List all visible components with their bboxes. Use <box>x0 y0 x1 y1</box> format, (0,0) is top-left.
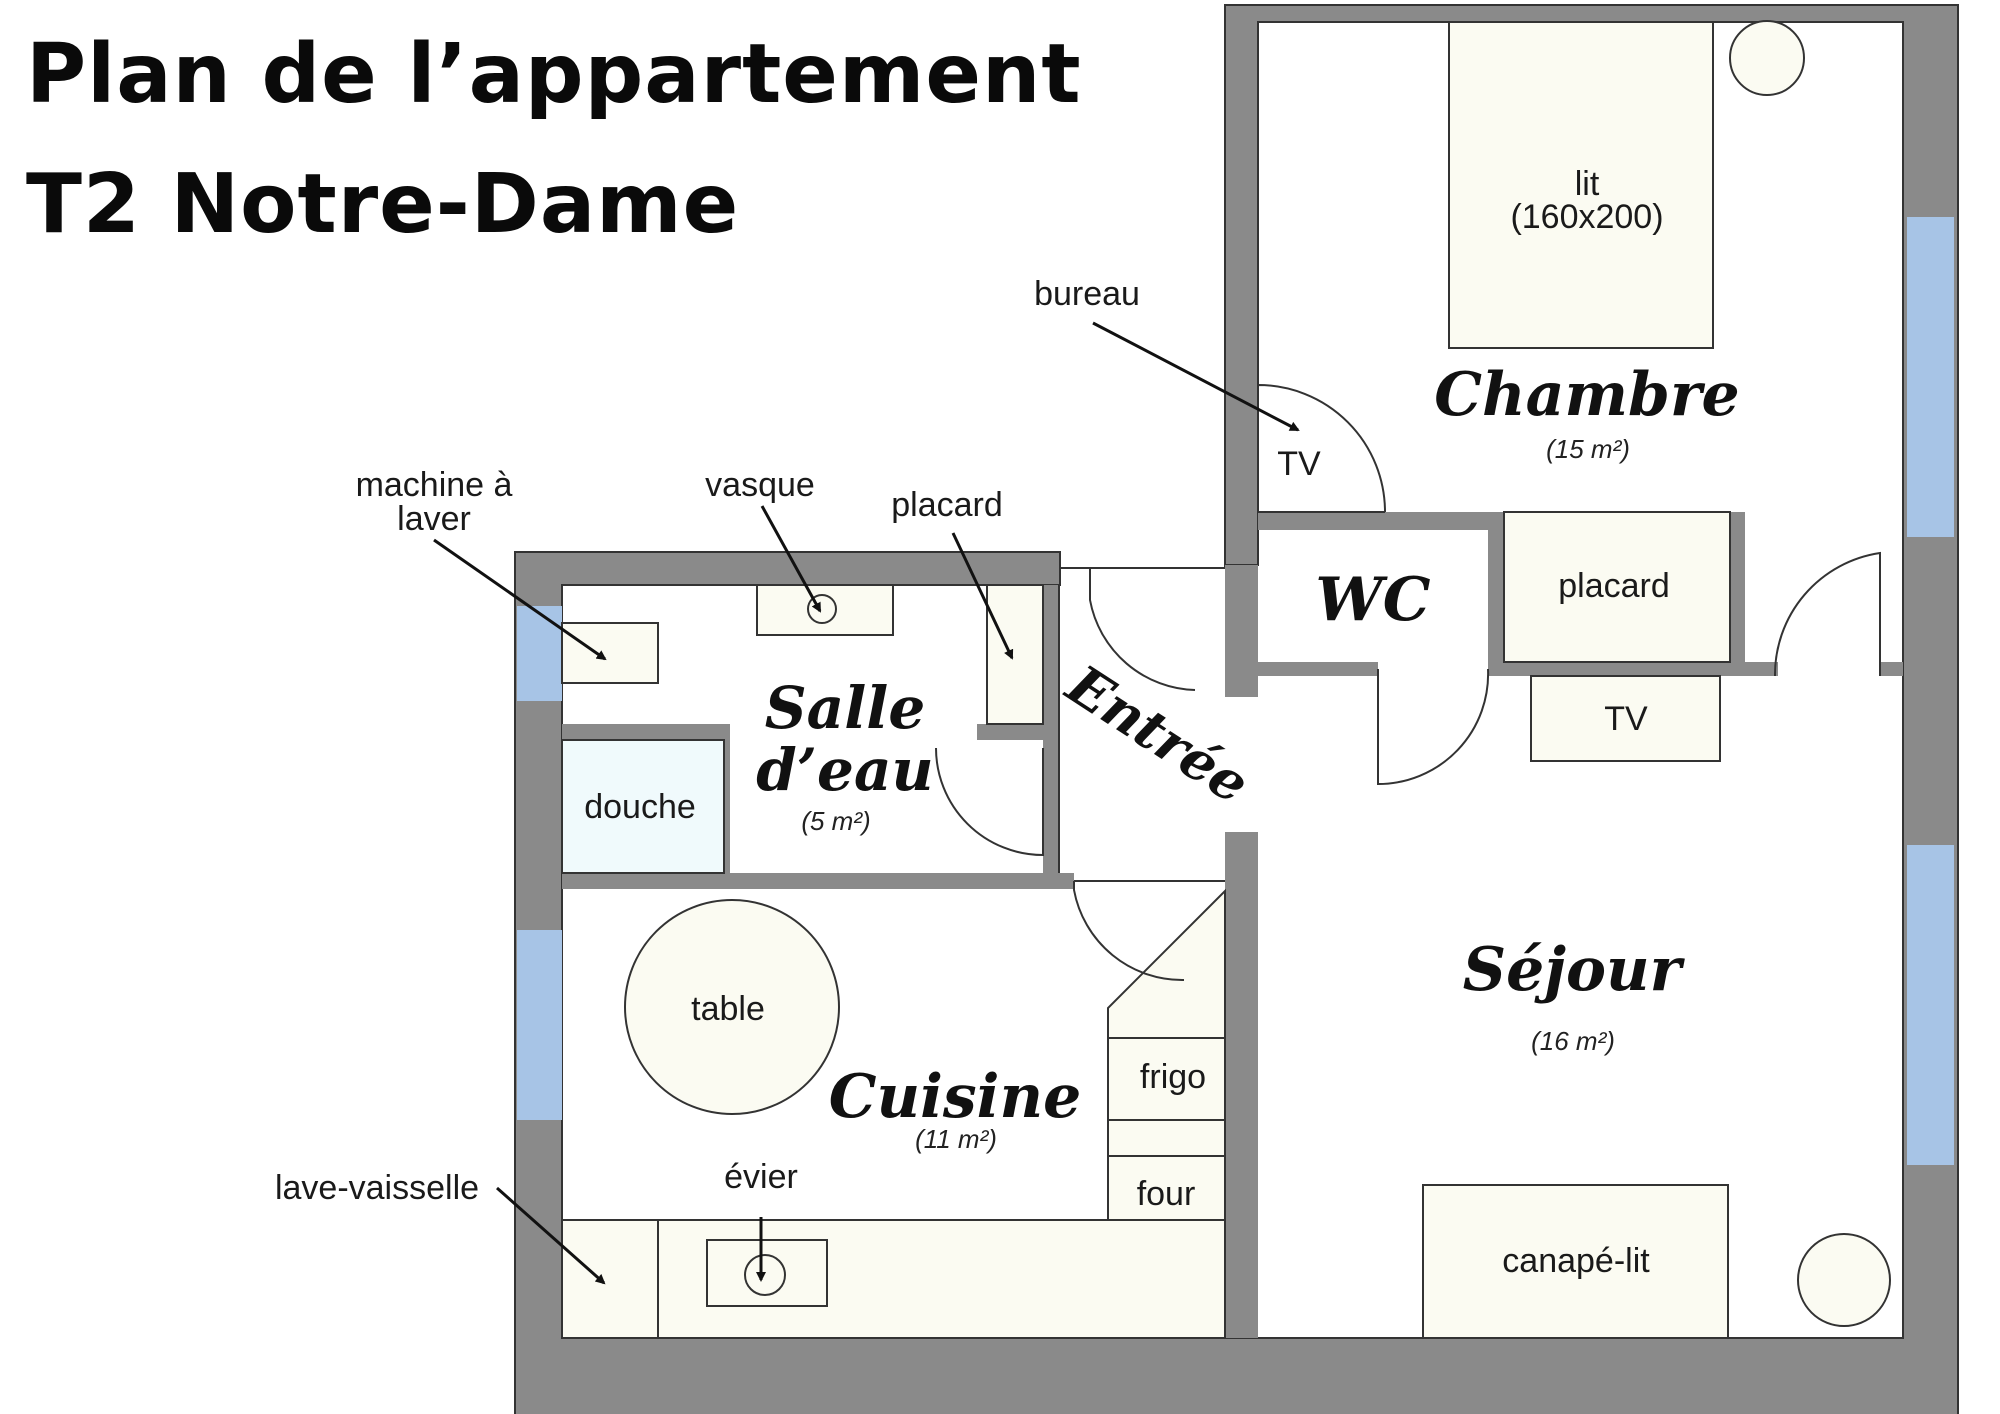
callout-machine-1: machine à <box>356 466 513 504</box>
label-douche: douche <box>584 788 696 826</box>
callout-bureau: bureau <box>1034 275 1140 313</box>
vasque-cabinet <box>756 584 894 636</box>
room-area-cuisine: (11 m²) <box>915 1124 997 1154</box>
wall-entree-sejour-lower <box>1225 832 1258 1338</box>
room-name-cuisine: Cuisine <box>829 1062 1082 1132</box>
label-canape: canapé-lit <box>1502 1242 1650 1280</box>
room-name-wc: WC <box>1315 565 1430 635</box>
label-lit: lit <box>1575 165 1600 203</box>
placard-wc <box>1503 511 1731 663</box>
window-sejour <box>1907 845 1954 1165</box>
wall-placard-bathroom <box>977 724 1043 740</box>
furniture <box>561 20 1891 1339</box>
arrow-lave-vaisselle <box>496 1186 606 1285</box>
label-tv-sejour: TV <box>1604 700 1648 738</box>
plan-subtitle: T2 Notre-Dame <box>26 157 740 252</box>
wall-bedroom-bottom <box>1258 512 1506 530</box>
label-frigo: frigo <box>1140 1058 1206 1096</box>
wall-sejour-top-right <box>1880 662 1903 676</box>
wall-placard-right <box>1730 512 1745 676</box>
kitchen-counter <box>561 1219 1226 1339</box>
wall-wc-placard-divider <box>1488 512 1504 676</box>
fridge <box>1107 1037 1226 1121</box>
callout-machine-2: laver <box>397 500 471 538</box>
washing-machine <box>561 622 659 684</box>
wall-wc-corridor <box>1258 662 1378 676</box>
arrow-machine <box>433 538 607 661</box>
callout-evier: évier <box>724 1158 798 1196</box>
nightstand-lamp-bedroom <box>1729 20 1805 96</box>
room-name-salle-eau-1: Salle <box>765 674 925 742</box>
room-area-salle-eau: (5 m²) <box>801 806 870 836</box>
room-name-sejour: Séjour <box>1463 935 1686 1005</box>
door-kitchen <box>1073 881 1185 982</box>
dining-table <box>624 899 840 1115</box>
window-kitchen <box>517 930 562 1120</box>
sink-drain <box>744 1254 786 1296</box>
label-four: four <box>1137 1175 1196 1213</box>
wall-shower-top <box>562 724 727 740</box>
wall-entree-sejour-upper <box>1225 565 1258 697</box>
wall-bathroom-kitchen <box>562 873 1074 889</box>
room-area-chambre: (15 m²) <box>1546 434 1630 464</box>
door-bathroom <box>935 747 1044 857</box>
label-lit-size: (160x200) <box>1510 198 1663 236</box>
callout-placard: placard <box>891 486 1003 524</box>
vasque-drain <box>807 594 837 624</box>
door-sejour-right <box>1773 551 1881 677</box>
door-bedroom <box>1257 383 1386 513</box>
tv-cabinet-sejour <box>1530 675 1721 762</box>
bed <box>1448 21 1714 349</box>
wall-wc-placard-corridor <box>1488 662 1778 676</box>
sink-basin <box>706 1239 828 1307</box>
room-area-sejour: (16 m²) <box>1531 1026 1615 1056</box>
window-bedroom <box>1907 217 1954 537</box>
label-tv-bedroom: TV <box>1277 445 1321 483</box>
plan-title: Plan de l’appartement <box>26 27 1082 122</box>
label-table: table <box>691 990 765 1028</box>
oven-gap <box>1107 1119 1226 1157</box>
door-wc <box>1377 668 1490 786</box>
oven <box>1107 1155 1226 1221</box>
sofa-bed <box>1422 1184 1729 1339</box>
doors <box>935 383 1881 982</box>
window-bathroom <box>517 606 562 701</box>
label-placard-wc: placard <box>1558 567 1670 605</box>
room-name-chambre: Chambre <box>1434 360 1739 430</box>
door-entrance <box>1089 567 1196 691</box>
arrow-bureau <box>1092 321 1300 432</box>
kitchen-tall-cabinet <box>1107 888 1226 1039</box>
arrow-placard <box>951 532 1014 660</box>
wall-bathroom-entree <box>1043 585 1059 889</box>
arrow-vasque <box>760 505 822 613</box>
room-name-salle-eau-2: d’eau <box>756 736 933 804</box>
lamp-sejour <box>1797 1233 1891 1327</box>
callout-lave-vaisselle: lave-vaisselle <box>275 1169 479 1207</box>
bathroom-placard <box>986 584 1044 725</box>
callout-vasque: vasque <box>705 466 815 504</box>
windows <box>517 217 1954 1165</box>
wall-shower-right <box>724 724 730 873</box>
shower-area <box>561 739 725 874</box>
